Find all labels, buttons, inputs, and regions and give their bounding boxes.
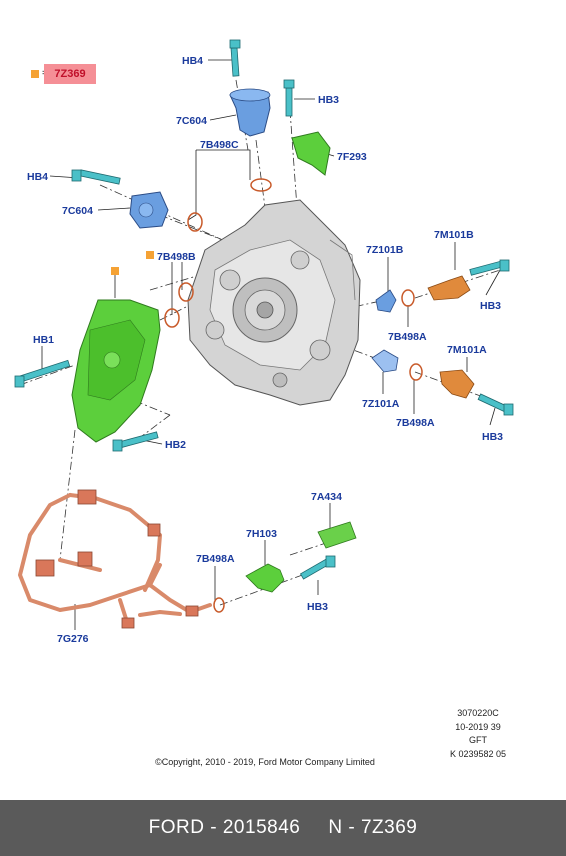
shield-7a434 (317, 521, 357, 549)
label-7h103: 7H103 (246, 528, 277, 540)
label-hb3-right-a: HB3 (482, 431, 503, 443)
label-7b498b: 7B498B (157, 251, 196, 263)
actuator-left (129, 191, 169, 229)
drawing-code: 3070220C (457, 708, 499, 718)
label-hb4-left: HB4 (27, 171, 48, 183)
legend-swatch (31, 70, 39, 78)
module-marker (111, 267, 119, 275)
label-7b498a-b: 7B498A (388, 331, 427, 343)
actuator-top (229, 88, 271, 137)
label-7a434: 7A434 (311, 491, 342, 503)
label-7b498a-a: 7B498A (396, 417, 435, 429)
label-7b498c: 7B498C (200, 139, 239, 151)
drawing-date: 10-2019 39 (455, 722, 501, 732)
label-7f293: 7F293 (337, 151, 367, 163)
harness-connectors (35, 489, 199, 629)
copyright-text: ©Copyright, 2010 - 2019, Ford Motor Comp… (155, 757, 375, 767)
transmission-control-module (71, 299, 161, 443)
bolts (14, 39, 514, 580)
o-rings (164, 178, 423, 613)
label-hb3-right-b: HB3 (480, 300, 501, 312)
label-hb1: HB1 (33, 334, 54, 346)
drawing-ref: K 0239582 05 (449, 749, 507, 759)
label-7m101a: 7M101A (447, 344, 487, 356)
label-hb3-top: HB3 (318, 94, 339, 106)
label-7c604-top: 7C604 (176, 115, 207, 127)
callout-labels: HB4 HB3 7C604 7B498C 7F293 HB4 7C604 7B4… (27, 55, 503, 645)
transmission-case (187, 199, 361, 406)
label-7m101b: 7M101B (434, 229, 474, 241)
label-7c604-left: 7C604 (62, 205, 93, 217)
exploded-parts-diagram: HB4 HB3 7C604 7B498C 7F293 HB4 7C604 7B4… (14, 39, 514, 645)
legend-part-number: 7Z369 (44, 64, 96, 84)
7b498b-marker (146, 251, 154, 259)
sensor-7m101b (427, 275, 471, 301)
label-7z101b: 7Z101B (366, 244, 404, 256)
wiring-harness (18, 493, 212, 627)
label-hb2: HB2 (165, 439, 186, 451)
footer-part-number: FORD - 2015846 (148, 817, 301, 838)
bracket-7z101a (371, 349, 399, 373)
sensor-7m101a (439, 369, 475, 399)
sensor-7h103 (245, 563, 285, 593)
bracket-7z101b (375, 289, 397, 313)
label-7z101a: 7Z101A (362, 398, 400, 410)
sensor-7f293 (291, 131, 331, 176)
footer-bar: FORD - 2015846 N - 7Z369 (0, 800, 566, 856)
drawing-group: GFT (469, 735, 487, 745)
label-hb4-top: HB4 (182, 55, 203, 67)
label-hb3-bottom: HB3 (307, 601, 328, 613)
footer-reference: N - 7Z369 (328, 817, 418, 838)
label-7b498a-c: 7B498A (196, 553, 235, 565)
label-7g276: 7G276 (57, 633, 89, 645)
leader-lines (41, 59, 501, 630)
